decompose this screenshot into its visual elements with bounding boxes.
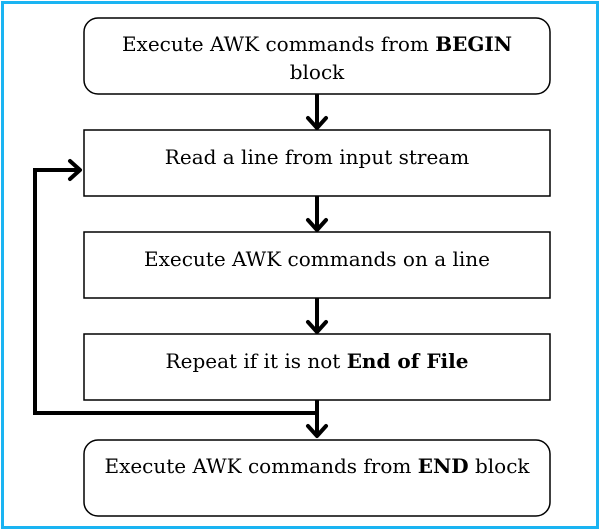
- node-execute-label: Execute AWK commands on a line: [144, 247, 490, 271]
- node-end: Execute AWK commands from END block: [83, 439, 551, 517]
- node-begin-line2: block: [290, 60, 345, 84]
- node-begin: Execute AWK commands from BEGIN block: [83, 17, 551, 95]
- arrow-repeat-to-end: [306, 400, 328, 438]
- arrow-read-to-execute: [306, 196, 328, 232]
- node-read-label: Read a line from input stream: [165, 145, 469, 169]
- arrow-begin-to-read: [306, 94, 328, 130]
- node-begin-line1: Execute AWK commands from BEGIN: [122, 32, 512, 56]
- node-end-label: Execute AWK commands from END block: [104, 454, 530, 478]
- node-execute-box: [83, 231, 551, 299]
- arrow-execute-to-repeat: [306, 298, 328, 334]
- loop-back-arrow: [33, 159, 317, 415]
- node-end-box: [83, 439, 551, 517]
- node-repeat-label: Repeat if it is not End of File: [166, 349, 469, 373]
- node-repeat-box: [83, 333, 551, 401]
- node-execute: Execute AWK commands on a line: [83, 231, 551, 299]
- node-read: Read a line from input stream: [83, 129, 551, 197]
- node-repeat: Repeat if it is not End of File: [83, 333, 551, 401]
